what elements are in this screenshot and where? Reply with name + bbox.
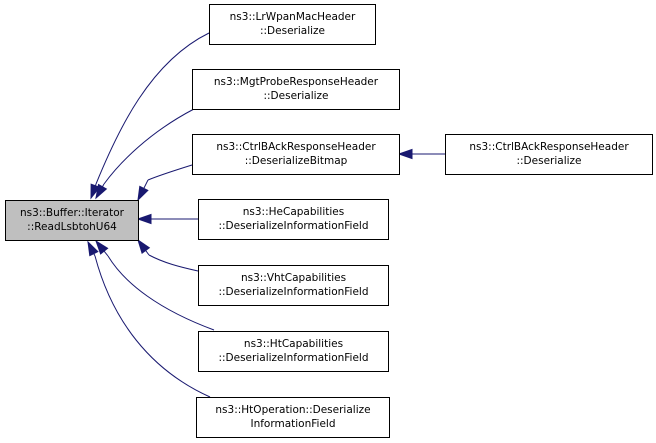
edge-arrowhead [397,148,413,160]
edge-arrowhead [95,183,108,200]
node-n6[interactable]: ns3::HtCapabilities::DeserializeInformat… [198,331,389,372]
edge-n7-root [87,240,211,398]
node-label-line: InformationField [250,418,335,430]
node-box [5,200,139,241]
node-label-line: ns3::HeCapabilities [243,206,344,218]
node-box [209,4,376,45]
node-label-line: ns3::HtOperation::Deserialize [215,404,370,416]
edge-arrowhead [137,238,151,254]
graph-nodes: ns3::Buffer::Iterator::ReadLsbtohU64ns3:… [5,4,653,438]
node-label-line: ns3::VhtCapabilities [241,272,346,284]
edge-arrowhead [137,185,149,202]
node-label-line: ns3::CtrlBAckResponseHeader [469,141,629,153]
edge-n6-root [95,239,215,331]
edge-line [95,32,210,185]
node-label-line: ns3::LrWpanMacHeader [230,11,356,23]
node-label-line: ::DeserializeInformationField [218,220,368,232]
node-n1[interactable]: ns3::LrWpanMacHeader::Deserialize [209,4,376,45]
edge-line [107,255,215,331]
edge-line [103,108,195,185]
edge-n4-root [136,213,199,225]
node-box [196,397,390,438]
graph-edges [87,32,446,398]
edge-line [147,164,193,181]
node-box [198,265,389,306]
node-n4[interactable]: ns3::HeCapabilities::DeserializeInformat… [198,199,389,240]
edge-arrowhead [95,239,109,255]
edge-arrowhead [136,213,152,225]
node-box [198,331,389,372]
edge-n2-root [95,108,195,200]
node-box [445,134,653,175]
node-label-line: ns3::MgtProbeResponseHeader [214,76,379,88]
edge-n5-root [137,238,199,272]
node-label-line: ns3::Buffer::Iterator [20,207,125,219]
node-root[interactable]: ns3::Buffer::Iterator::ReadLsbtohU64 [5,200,139,241]
node-label-line: ::DeserializeBitmap [245,155,348,167]
node-label-line: ns3::HtCapabilities [244,338,343,350]
node-label-line: ::Deserialize [516,155,581,167]
node-label-line: ::ReadLsbtohU64 [27,221,117,233]
node-n5[interactable]: ns3::VhtCapabilities::DeserializeInforma… [198,265,389,306]
node-n8[interactable]: ns3::CtrlBAckResponseHeader::Deserialize [445,134,653,175]
node-n7[interactable]: ns3::HtOperation::DeserializeInformation… [196,397,390,438]
node-n3[interactable]: ns3::CtrlBAckResponseHeader::Deserialize… [192,134,400,175]
node-label-line: ::Deserialize [260,25,325,37]
node-n2[interactable]: ns3::MgtProbeResponseHeader::Deserialize [192,69,400,110]
edge-n8-n3 [397,148,446,160]
node-box [192,69,400,110]
edge-n3-root [137,164,193,202]
node-label-line: ::DeserializeInformationField [218,352,368,364]
edge-line [148,254,199,272]
node-box [192,134,400,175]
edge-arrowhead [87,240,99,257]
node-box [198,199,389,240]
node-label-line: ::Deserialize [263,90,328,102]
node-label-line: ::DeserializeInformationField [218,286,368,298]
edge-line [94,255,211,398]
edge-n1-root [90,32,210,200]
node-label-line: ns3::CtrlBAckResponseHeader [216,141,376,153]
